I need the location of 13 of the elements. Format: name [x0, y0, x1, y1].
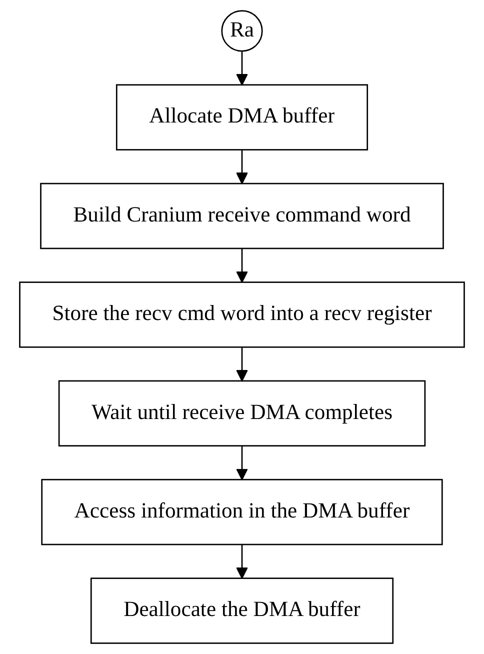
arrow [236, 446, 248, 480]
node-box: Store the recv cmd word into a recv register [19, 282, 465, 348]
arrow [236, 347, 248, 382]
node-box: Deallocate the DMA buffer [90, 578, 394, 644]
arrow [236, 150, 248, 184]
node-box: Allocate DMA buffer [116, 84, 368, 150]
arrow [236, 248, 248, 283]
arrow [236, 544, 248, 579]
node-box: Build Cranium receive command word [40, 182, 444, 250]
node-box: Access information in the DMA buffer [41, 478, 443, 546]
arrow [236, 51, 248, 86]
node-circle: Ra [221, 10, 263, 52]
node-box: Wait until receive DMA completes [58, 380, 426, 446]
